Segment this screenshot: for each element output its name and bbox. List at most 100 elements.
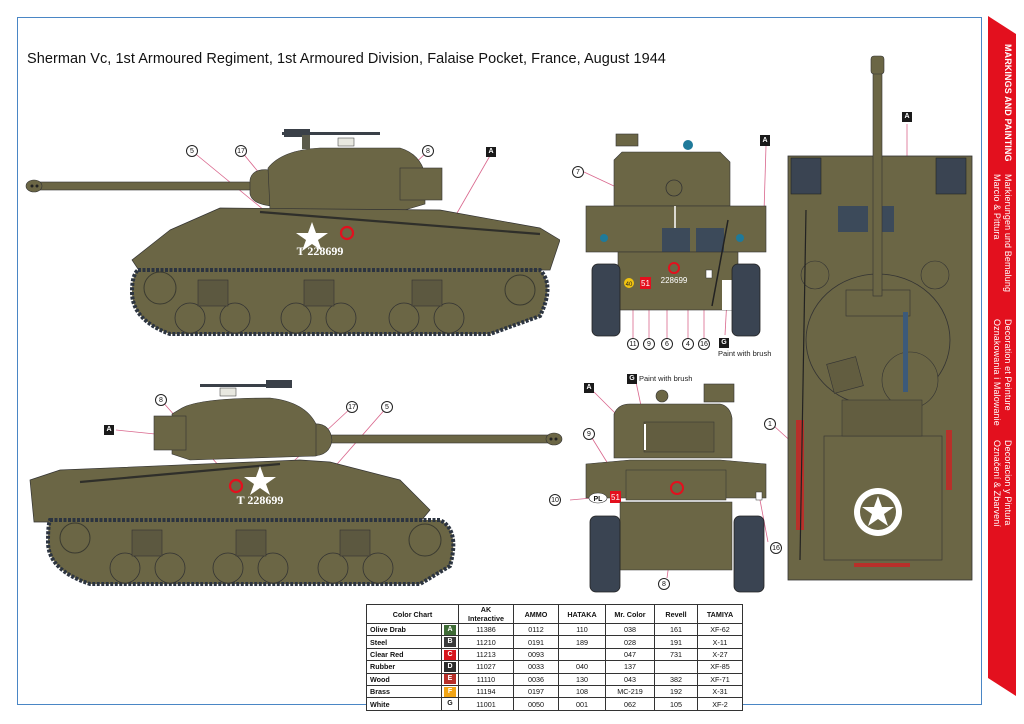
unit-sign-red: 51 <box>611 493 620 502</box>
plate-pl: PL <box>594 496 604 503</box>
hataka-code: 001 <box>558 697 606 711</box>
rear-serial: 228699 <box>661 276 688 285</box>
revell-code <box>654 660 698 674</box>
table-row: Olive Drab A 11386 0112 110 038 161 XF-6… <box>366 622 743 637</box>
color-label-g: G <box>719 338 729 348</box>
tank-rear-view: 228699 40 51 7 A 11 9 6 4 16 G Paint wit… <box>570 130 780 360</box>
callout-8: 8 <box>422 145 434 157</box>
table-row: Brass F 11194 0197 108 MC-219 192 X-31 <box>366 684 743 699</box>
callout-17: 17 <box>235 145 247 157</box>
mrcolor-code: MC-219 <box>605 684 655 699</box>
color-label-a: A <box>486 147 496 157</box>
hataka-code: 189 <box>558 635 606 649</box>
header-ak-interactive: AK Interactive <box>458 604 514 624</box>
ak-code: 11027 <box>458 660 514 674</box>
color-label-a: A <box>902 112 912 122</box>
ak-code: 11210 <box>458 635 514 649</box>
callout-17: 17 <box>346 401 358 413</box>
ak-code: 11386 <box>458 622 514 637</box>
table-row: White G 11001 0050 001 062 105 XF-2 <box>366 697 743 711</box>
ak-code: 11001 <box>458 697 514 711</box>
tamiya-code: XF-71 <box>697 672 743 686</box>
tab-heading-pl: Oznakowania i Malowanie <box>992 319 1002 426</box>
hataka-code <box>558 647 606 662</box>
paint-with-brush-note: Paint with brush <box>718 349 772 358</box>
callout-1: 1 <box>764 418 776 430</box>
tank-left-side-view: T 228699 5 17 8 A <box>20 120 561 350</box>
ammo-code: 0050 <box>513 697 559 711</box>
tank-top-view: A 1 <box>760 50 985 585</box>
hull-serial-right: T 228699 <box>237 493 284 507</box>
mrcolor-code: 062 <box>605 697 655 711</box>
side-tab: MARKINGS AND PAINTING Markierungen und B… <box>988 16 1016 696</box>
hull-serial-left: T 228699 <box>297 244 344 258</box>
callout-8: 8 <box>155 394 167 406</box>
tamiya-code: X-31 <box>697 684 743 699</box>
callout-8: 8 <box>658 578 670 590</box>
table-row: Steel B 11210 0191 189 028 191 X-11 <box>366 635 743 649</box>
color-name: Steel <box>366 635 442 649</box>
mrcolor-code: 038 <box>605 622 655 637</box>
tank-right-side-view: T 228699 A 8 17 5 <box>20 370 580 600</box>
tab-heading-it: Marcio & Pittura <box>992 174 1002 240</box>
callout-10: 10 <box>549 494 561 506</box>
color-swatch: B <box>444 637 456 648</box>
tank-left-side-illustration: T 228699 <box>25 129 561 336</box>
tank-top-illustration <box>773 55 973 581</box>
color-chart-table: Color Chart AK Interactive AMMO HATAKA M… <box>366 604 743 711</box>
hataka-code: 130 <box>558 672 606 686</box>
table-row: Clear Red C 11213 0093 047 731 X-27 <box>366 647 743 662</box>
callout-9: 9 <box>583 428 595 440</box>
side-tab-shape <box>988 16 1016 696</box>
mrcolor-code: 028 <box>605 635 655 649</box>
mrcolor-code: 047 <box>605 647 655 662</box>
table-row: Rubber D 11027 0033 040 137 XF-85 <box>366 660 743 674</box>
ak-code: 11213 <box>458 647 514 662</box>
tank-rear-illustration: 228699 40 51 <box>583 133 767 338</box>
ammo-code: 0191 <box>513 635 559 649</box>
tamiya-code: X-27 <box>697 647 743 662</box>
callout-5: 5 <box>186 145 198 157</box>
callout-9: 9 <box>643 338 655 350</box>
header-mr-color: Mr. Color <box>605 604 655 624</box>
color-label-g: G <box>627 374 637 384</box>
color-swatch: D <box>444 661 456 672</box>
mrcolor-code: 043 <box>605 672 655 686</box>
color-name: White <box>366 697 442 711</box>
tamiya-code: X-11 <box>697 635 743 649</box>
unit-sign-yellow: 40 <box>626 282 633 288</box>
color-name: Clear Red <box>366 647 442 662</box>
table-row: Wood E 11110 0036 130 043 382 XF-71 <box>366 672 743 686</box>
tab-heading-cz: Označení & Zbarvení <box>992 440 1002 527</box>
tank-right-side-illustration: T 228699 <box>29 380 563 586</box>
color-label-a: A <box>760 136 770 146</box>
header-ammo: AMMO <box>513 604 559 624</box>
color-label-a: A <box>584 383 594 393</box>
revell-code: 105 <box>654 697 698 711</box>
revell-code: 161 <box>654 622 698 637</box>
color-swatch: G <box>444 699 456 710</box>
ammo-code: 0197 <box>513 684 559 699</box>
color-swatch: A <box>444 624 456 635</box>
unit-sign-red: 51 <box>641 279 650 288</box>
ammo-code: 0093 <box>513 647 559 662</box>
ak-code: 11194 <box>458 684 514 699</box>
paint-with-brush-note: Paint with brush <box>639 374 693 383</box>
callout-16: 16 <box>698 338 710 350</box>
ammo-code: 0112 <box>513 622 559 637</box>
revell-code: 382 <box>654 672 698 686</box>
tab-heading-en: MARKINGS AND PAINTING <box>1003 44 1013 162</box>
color-name: Brass <box>366 684 442 699</box>
revell-code: 191 <box>654 635 698 649</box>
color-name: Rubber <box>366 660 442 674</box>
callout-6: 6 <box>661 338 673 350</box>
tamiya-code: XF-85 <box>697 660 743 674</box>
color-chart-header-row: Color Chart AK Interactive AMMO HATAKA M… <box>366 604 743 624</box>
tab-heading-de: Markierungen und Bemalung <box>1003 174 1013 293</box>
ak-code: 11110 <box>458 672 514 686</box>
revell-code: 731 <box>654 647 698 662</box>
tamiya-code: XF-62 <box>697 622 743 637</box>
callout-5: 5 <box>381 401 393 413</box>
callout-16: 16 <box>770 542 782 554</box>
tab-heading-es: Decoracion y Pintura <box>1003 440 1013 526</box>
